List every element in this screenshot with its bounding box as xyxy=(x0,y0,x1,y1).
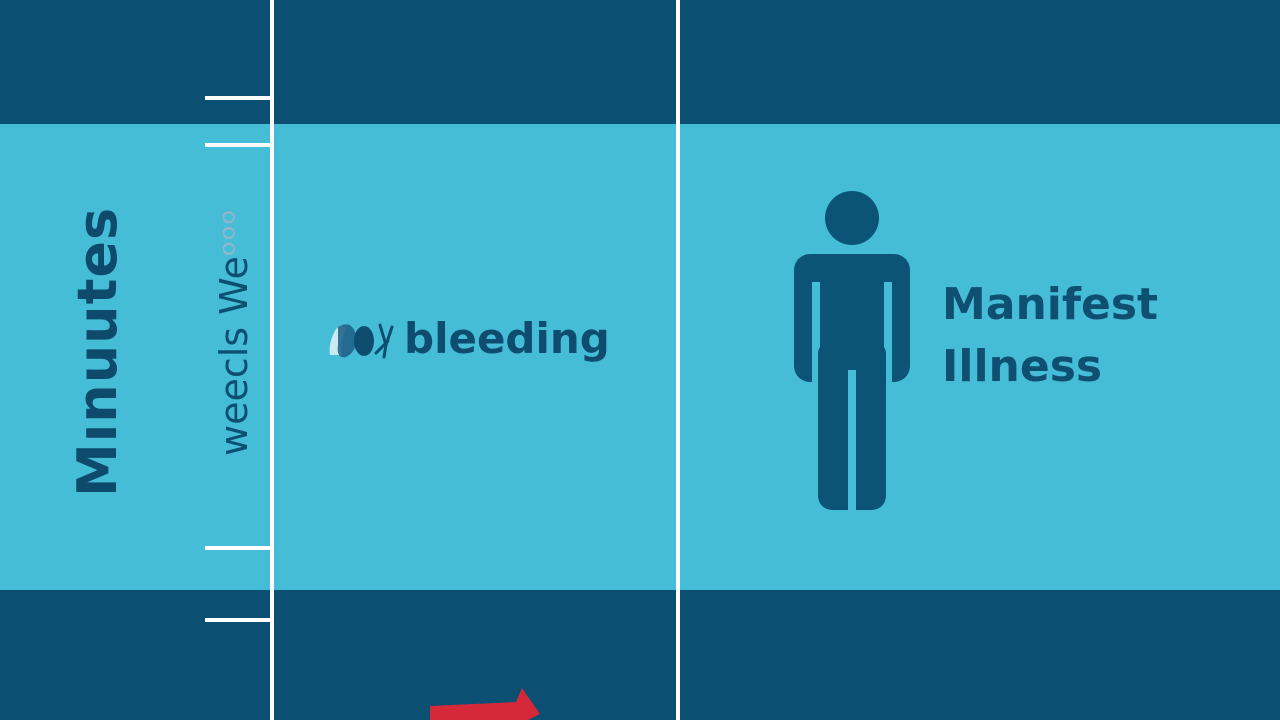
bleeding-label: bleeding xyxy=(404,314,610,363)
timeline-tick xyxy=(205,143,271,147)
timeline-divider-right xyxy=(676,0,680,720)
timeline-tick xyxy=(205,618,271,622)
middle-band xyxy=(0,124,1280,590)
weeks-label-faded: ᵒᵒᵒ xyxy=(212,208,256,257)
bleeding-item: bleeding xyxy=(326,314,610,363)
timeline-tick xyxy=(205,96,271,100)
minutes-label: Mınuutes xyxy=(66,206,129,497)
timeline-divider-left xyxy=(270,0,274,720)
manifest-line-1: Manifest xyxy=(942,279,1159,330)
person-icon xyxy=(794,191,910,510)
red-arrow-icon xyxy=(430,688,540,720)
weeks-label-main: weecls We xyxy=(212,256,256,456)
weeks-label: weecls Weᵒᵒᵒ xyxy=(212,209,256,456)
manifest-illness-label: Manifest Illness xyxy=(942,274,1158,398)
timeline-tick xyxy=(205,546,271,550)
bleeding-icon xyxy=(329,323,394,358)
top-band xyxy=(0,0,1280,124)
manifest-line-2: Illness xyxy=(942,341,1103,392)
bottom-band xyxy=(0,590,1280,720)
